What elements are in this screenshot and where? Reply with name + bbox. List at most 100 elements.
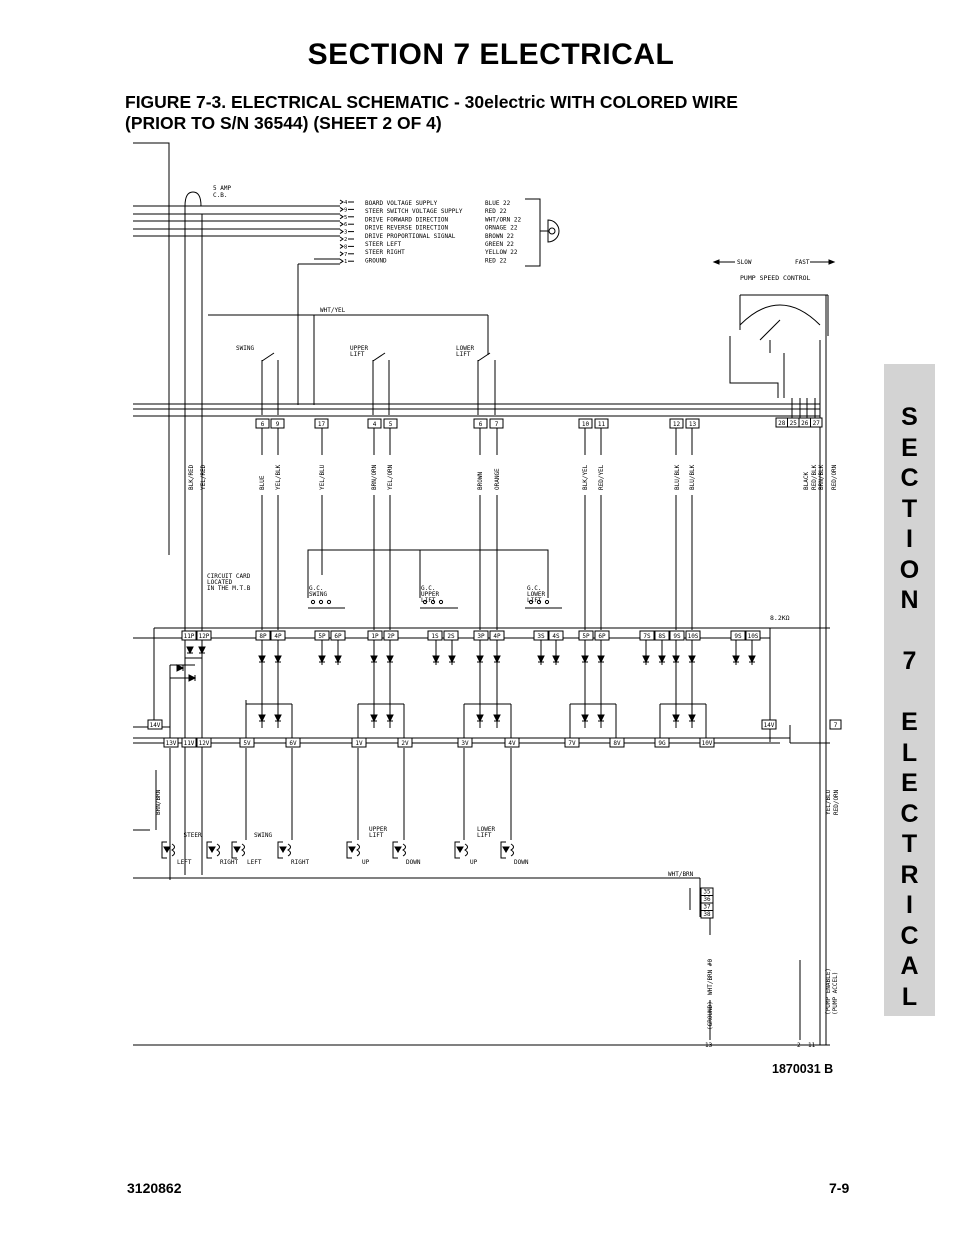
terminal-label: 3V	[461, 740, 469, 747]
top-terminal: 6	[255, 418, 270, 429]
terminal-label: 9S	[673, 633, 681, 640]
wire-color-label: BLACK	[803, 472, 810, 490]
figure-title-line-1: FIGURE 7-3. ELECTRICAL SCHEMATIC - 30ele…	[125, 92, 738, 112]
terminal-label: 4S	[552, 633, 560, 640]
p-terminal: 9S	[730, 630, 746, 641]
terminal-label: 17	[318, 421, 326, 428]
coil-diode	[208, 846, 216, 853]
wire-color-label: YEL/BLK	[275, 464, 282, 490]
tab-letter: R	[900, 860, 919, 889]
coil-frame	[500, 841, 506, 859]
diode-body	[493, 655, 501, 664]
terminal-box	[489, 630, 505, 641]
connector-pin-number: 5	[344, 215, 347, 221]
terminal-box	[669, 630, 685, 641]
wire-color-label: ORANGE	[494, 468, 501, 490]
v-terminal: 3V	[457, 737, 473, 748]
wire-color-label: RED/ORN	[831, 464, 838, 490]
terminal-label: 6V	[289, 740, 297, 747]
switch-label-line: SWING	[236, 345, 254, 352]
p-terminal: 12P	[196, 630, 212, 641]
terminal-label: 35	[703, 889, 711, 896]
v-terminal: 1V	[351, 737, 367, 748]
terminal-label: 27	[813, 420, 821, 427]
figure-title-line-2: (PRIOR TO S/N 36544) (SHEET 2 OF 4)	[125, 113, 442, 133]
diode-body	[334, 655, 342, 664]
terminal-label: 13	[689, 421, 697, 428]
diode-body	[476, 655, 484, 664]
terminal-box	[745, 630, 761, 641]
harness-color: BLUE 22	[485, 200, 511, 207]
coil-diode	[394, 846, 402, 853]
coil-winding	[171, 843, 175, 857]
valve-group-title: LIFT	[477, 832, 492, 839]
tab-letter: T	[901, 830, 918, 858]
tab-letter: E	[901, 708, 918, 736]
terminal-box	[351, 737, 367, 748]
connector-pin-number: 2	[344, 237, 347, 243]
p-terminal: 8P	[255, 630, 271, 641]
terminal-label: 2V	[401, 740, 409, 747]
p-terminal: 4P	[489, 630, 505, 641]
diode	[672, 714, 680, 723]
side-wire-label: RED/ORN	[833, 789, 840, 815]
pin-arrow	[339, 206, 344, 212]
p-terminal: 8S	[654, 630, 670, 641]
diode	[688, 655, 696, 664]
coil-frame	[392, 841, 398, 859]
pin-arrow	[339, 251, 344, 257]
top-terminal: 5	[383, 418, 398, 429]
coil-frame	[231, 841, 237, 859]
valve-left-label: LEFT	[247, 859, 262, 866]
diode-body	[258, 714, 266, 723]
terminal-label: 8V	[613, 740, 621, 747]
harness-signal: DRIVE REVERSE DIRECTION	[365, 225, 448, 232]
terminal-label: 9	[276, 421, 280, 428]
diode-body	[688, 655, 696, 664]
v-side-terminal: 14V	[147, 719, 163, 730]
pump-terminal: 28	[775, 417, 788, 428]
valve-group-title: LOWER	[477, 826, 495, 833]
gc-contact	[544, 599, 550, 605]
connector-pin-number: 9	[344, 207, 347, 213]
pin-arrow	[339, 214, 344, 220]
solenoid-coil	[206, 841, 220, 859]
valve-right-label: DOWN	[406, 859, 421, 866]
p-terminal: 1P	[367, 630, 383, 641]
p-terminal: 4S	[548, 630, 564, 641]
p-terminal: 10S	[685, 630, 701, 641]
coil-diode	[279, 846, 287, 853]
terminal-label: 10V	[702, 740, 713, 747]
coil-winding	[287, 843, 291, 857]
diode	[581, 655, 589, 664]
diode-body	[186, 646, 194, 655]
p-terminal: 1S	[427, 630, 443, 641]
terminal-label: 12	[673, 421, 681, 428]
terminal-label: 4	[373, 421, 377, 428]
harness-color: YELLOW 22	[485, 249, 518, 256]
wire-color-label: BLUE	[259, 475, 266, 490]
diode	[370, 714, 378, 723]
diode	[597, 714, 605, 723]
terminal-box	[639, 630, 655, 641]
diode	[258, 714, 266, 723]
wht-brn-0-label: WHT/BRN #0	[707, 958, 714, 995]
pin-arrow	[339, 243, 344, 249]
terminal-box	[443, 630, 459, 641]
v-terminal: 6V	[285, 737, 301, 748]
wire-color-label: RED/YEL	[598, 464, 605, 490]
diode-body	[748, 655, 756, 664]
wire-color-label: BLU/BLK	[674, 464, 681, 490]
terminal-box	[761, 719, 777, 730]
diode	[658, 655, 666, 664]
terminal-box	[578, 418, 593, 429]
gc-label-line: G.C.	[421, 585, 435, 592]
terminal-label: 1P	[371, 633, 379, 640]
schematic-wiring	[133, 142, 836, 1046]
diode-body	[658, 655, 666, 664]
diode	[597, 655, 605, 664]
v-terminal: 13V	[163, 737, 179, 748]
wire-color-label: BRN/BLK	[818, 464, 825, 490]
